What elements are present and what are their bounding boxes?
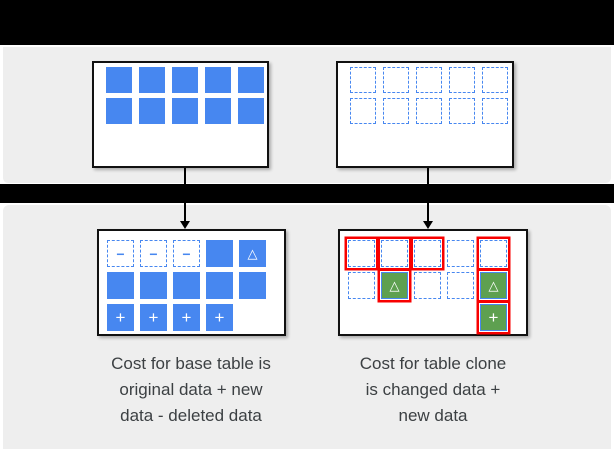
storage-block-solid bbox=[206, 240, 233, 267]
left-down-arrow-icon bbox=[180, 221, 190, 229]
storage-block-empty bbox=[239, 304, 266, 331]
storage-block-dashed bbox=[416, 98, 442, 124]
caption-line: Cost for table clone bbox=[359, 354, 507, 373]
base-table-cost-caption: Cost for base table is original data + n… bbox=[76, 351, 306, 429]
storage-block-solid bbox=[107, 272, 134, 299]
storage-block-dashed-minus: − bbox=[173, 240, 200, 267]
storage-block-solid bbox=[205, 98, 231, 124]
storage-block-solid bbox=[206, 272, 233, 299]
storage-block-green-triangle-red: △ bbox=[480, 272, 507, 299]
storage-block-solid bbox=[238, 98, 264, 124]
storage-block-empty bbox=[381, 304, 408, 331]
storage-block-solid-triangle: △ bbox=[239, 240, 266, 267]
storage-block-dashed bbox=[350, 67, 376, 93]
storage-block-dashed bbox=[416, 67, 442, 93]
storage-block-dashed bbox=[447, 272, 474, 299]
caption-line: original data + new bbox=[119, 380, 263, 399]
right-down-arrow-icon bbox=[423, 221, 433, 229]
storage-block-solid bbox=[139, 98, 165, 124]
caption-line: is changed data + bbox=[365, 380, 501, 399]
storage-block-solid-plus: + bbox=[173, 304, 200, 331]
storage-block-dashed bbox=[383, 98, 409, 124]
storage-block-solid bbox=[139, 67, 165, 93]
middle-black-bar bbox=[0, 184, 614, 203]
storage-block-empty bbox=[447, 304, 474, 331]
storage-block-empty bbox=[348, 304, 375, 331]
table-clone-original-grid bbox=[338, 63, 512, 124]
storage-block-solid bbox=[238, 67, 264, 93]
caption-line: data - deleted data bbox=[120, 406, 262, 425]
table-clone-after-changes-grid: △ △ + bbox=[340, 231, 526, 331]
storage-block-solid bbox=[106, 67, 132, 93]
storage-block-dashed-red bbox=[348, 240, 375, 267]
storage-block-dashed-red bbox=[480, 240, 507, 267]
storage-block-green-triangle-red: △ bbox=[381, 272, 408, 299]
storage-block-solid bbox=[172, 67, 198, 93]
storage-block-solid bbox=[172, 98, 198, 124]
storage-block-solid-plus: + bbox=[206, 304, 233, 331]
base-table-after-changes-grid: −−−△++++ bbox=[99, 231, 284, 331]
caption-line: Cost for base table is bbox=[111, 354, 271, 373]
storage-block-empty bbox=[414, 304, 441, 331]
storage-block-dashed bbox=[383, 67, 409, 93]
storage-block-dashed bbox=[414, 272, 441, 299]
storage-block-dashed-red bbox=[414, 240, 441, 267]
storage-block-solid bbox=[173, 272, 200, 299]
table-clone-original-box bbox=[336, 61, 514, 168]
base-table-original-box bbox=[92, 61, 269, 168]
top-black-bar bbox=[0, 0, 614, 45]
caption-line: new data bbox=[398, 406, 468, 425]
storage-block-solid bbox=[205, 67, 231, 93]
storage-block-dashed-red bbox=[381, 240, 408, 267]
storage-block-green-plus-red: + bbox=[480, 304, 507, 331]
right-down-arrow-line bbox=[427, 168, 429, 221]
storage-block-solid bbox=[106, 98, 132, 124]
storage-block-dashed bbox=[482, 98, 508, 124]
storage-block-dashed-minus: − bbox=[107, 240, 134, 267]
left-down-arrow-line bbox=[184, 168, 186, 221]
storage-block-solid bbox=[140, 272, 167, 299]
storage-block-solid bbox=[239, 272, 266, 299]
storage-block-dashed bbox=[447, 240, 474, 267]
storage-block-solid-plus: + bbox=[140, 304, 167, 331]
base-table-original-grid bbox=[94, 63, 267, 124]
table-clone-after-changes-box: △ △ + bbox=[338, 229, 528, 336]
storage-block-dashed bbox=[449, 98, 475, 124]
storage-block-dashed bbox=[348, 272, 375, 299]
storage-block-dashed bbox=[449, 67, 475, 93]
storage-block-dashed bbox=[350, 98, 376, 124]
storage-block-dashed bbox=[482, 67, 508, 93]
storage-block-dashed-minus: − bbox=[140, 240, 167, 267]
storage-block-solid-plus: + bbox=[107, 304, 134, 331]
base-table-after-changes-box: −−−△++++ bbox=[97, 229, 286, 336]
table-clone-cost-caption: Cost for table clone is changed data + n… bbox=[323, 351, 543, 429]
